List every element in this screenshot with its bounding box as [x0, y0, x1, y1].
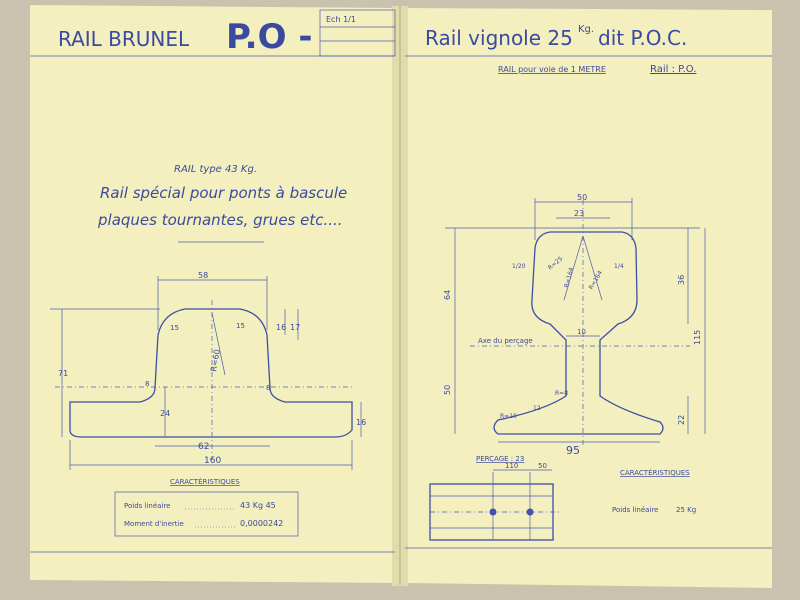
dim-corner-left: 15	[170, 324, 179, 332]
left-poids-value: 43 Kg 45	[240, 501, 276, 510]
left-caption-line2: plaques tournantes, grues etc....	[97, 211, 343, 229]
dim-web-thickness: 10	[577, 328, 586, 336]
dim-slope: 1/4	[614, 263, 624, 270]
radius-line	[211, 312, 226, 376]
right-header-suffix: dit P.O.C.	[598, 26, 687, 50]
left-header-code: P.O -	[226, 17, 312, 57]
left-page	[30, 5, 395, 583]
left-moment-value: 0,0000242	[240, 519, 283, 528]
dim-foot-height: 16	[356, 418, 366, 427]
brunel-rail-profile	[69, 308, 353, 438]
dim-height-64: 64	[443, 290, 452, 300]
dim-head-height: 36	[677, 275, 686, 285]
radius-line-2	[582, 235, 603, 301]
dim-radius-mid: R=60	[209, 349, 222, 373]
right-poids-value: 25 Kg	[676, 506, 696, 514]
dim-foot-width: 95	[566, 444, 580, 457]
right-poids-label: Poids linéaire	[612, 506, 658, 514]
dim-base-width: 160	[204, 456, 221, 466]
axe-percage-label: Axe du perçage	[478, 337, 533, 345]
percage-d2: 50	[538, 462, 547, 470]
dim-r-small: 12	[533, 405, 541, 412]
dim-h1: 16	[276, 323, 286, 332]
left-moment-label: Moment d'inertie	[124, 520, 184, 528]
right-header-title: Rail vignole 25	[425, 26, 573, 50]
left-characteristics-title: CARACTÉRISTIQUES	[170, 477, 240, 486]
dim-web-low: 22	[677, 415, 686, 425]
right-header-kg: Kg.	[578, 24, 594, 35]
dim-total-height: 115	[693, 330, 702, 345]
scale-label: Ech 1/1	[326, 15, 356, 24]
dim-web-right: 8	[266, 384, 270, 392]
dim-r-low: R=8	[555, 390, 568, 397]
percage-title: PERÇAGE : 23	[476, 455, 524, 463]
vignole-rail-profile	[493, 231, 664, 435]
dim-h2: 17	[290, 323, 300, 332]
right-characteristics-title: CARACTÉRISTIQUES	[620, 468, 690, 477]
dim-web-width: 62	[198, 442, 209, 452]
dim-top-width: 58	[198, 271, 208, 280]
right-subtitle: RAIL pour voie de 1 METRE	[498, 65, 606, 74]
scale-box	[319, 9, 396, 57]
left-caption-small: RAIL type 43 Kg.	[174, 164, 257, 175]
dim-height-50: 50	[443, 385, 452, 395]
left-characteristics-box	[114, 491, 299, 537]
dim-slope2: 1/20	[512, 263, 526, 270]
right-page	[405, 8, 772, 588]
dim-r-low2: R=10	[500, 413, 517, 420]
dim-head-width: 50	[577, 193, 587, 202]
left-poids-label: Poids linéaire	[124, 502, 170, 510]
dim-web-height: 24	[160, 409, 170, 418]
dim-corner-right: 15	[236, 322, 245, 330]
left-header-title: RAIL BRUNEL	[58, 27, 190, 51]
dim-height-total: 71	[58, 369, 68, 378]
dim-crown: 23	[574, 209, 584, 218]
percage-d1: 110	[505, 462, 518, 470]
right-rail-ref: Rail : P.O.	[650, 64, 696, 75]
dim-web-left: 8	[145, 380, 149, 388]
radius-line-1	[563, 235, 584, 301]
left-caption-line1: Rail spécial pour ponts à bascule	[100, 184, 347, 202]
